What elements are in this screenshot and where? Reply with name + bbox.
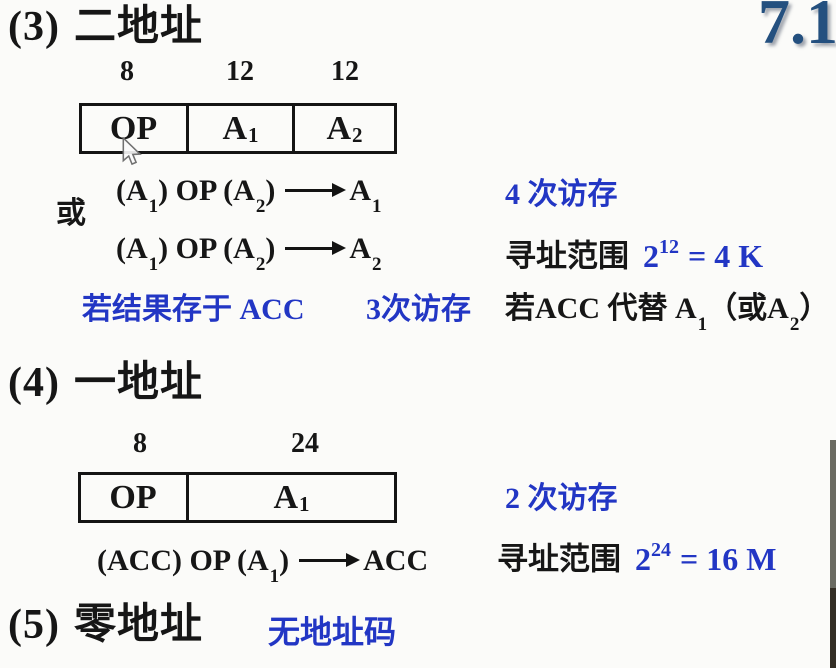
- a2-field-label: A: [326, 109, 352, 147]
- formula-result-sub: 2: [371, 254, 382, 275]
- formula-result: ACC: [363, 544, 429, 577]
- bit-width-label: 12: [226, 56, 254, 87]
- formula-result-sub: 1: [371, 196, 382, 217]
- formula-text: ): [265, 174, 276, 207]
- page-number: 7.1: [758, 0, 836, 57]
- result-in-acc-note: 若结果存于 ACC: [82, 293, 305, 326]
- section-5-number: (5): [8, 602, 60, 648]
- formula-text: (A: [116, 174, 148, 207]
- or-label: 或: [56, 197, 86, 230]
- note-sub: 1: [697, 314, 708, 335]
- addressing-range-4: 寻址范围 224 = 16 M: [497, 539, 777, 577]
- a1-field-sub: 1: [248, 123, 259, 147]
- note-text: ）: [799, 292, 830, 325]
- a1-field-label: A: [222, 109, 248, 147]
- formula-text: ): [265, 232, 276, 265]
- two-address-formula-1: (A1) OP (A2)A1: [116, 174, 381, 217]
- right-edge-bar-gray: [830, 440, 836, 588]
- note-text: （或A: [707, 292, 789, 325]
- right-edge-bar-dark: [830, 588, 836, 668]
- three-access-note: 3次访存: [366, 293, 471, 326]
- range-exponent: 12: [659, 236, 679, 258]
- no-address-code-note: 无地址码: [268, 614, 397, 650]
- section-3-title: 二地址: [73, 4, 203, 50]
- two-access-note: 2 次访存: [505, 482, 618, 515]
- op-field-label: OP: [109, 109, 158, 147]
- section-4-heading: (4) 一地址: [8, 362, 203, 404]
- formula-text: (A: [116, 232, 148, 265]
- range-base: 2: [643, 237, 659, 274]
- bit-width-label: 8: [120, 56, 134, 87]
- op-field: OP: [82, 106, 186, 151]
- formula-text: (ACC) OP (A: [97, 544, 269, 577]
- right-arrow-icon: [299, 552, 361, 567]
- formula-sub: 1: [148, 254, 159, 275]
- a1-field-label: A: [273, 478, 299, 516]
- four-access-note: 4 次访存: [505, 178, 618, 211]
- bit-width-label: 24: [291, 428, 319, 459]
- formula-sub: 1: [269, 566, 280, 587]
- formula-sub: 1: [148, 196, 159, 217]
- range-label: 寻址范围: [497, 541, 621, 577]
- section-3-number: (3): [8, 4, 60, 50]
- range-equals: = 16 M: [680, 540, 777, 577]
- range-base: 2: [635, 540, 651, 577]
- formula-text: ) OP (A: [158, 174, 255, 207]
- formula-sub: 2: [255, 196, 266, 217]
- section-4-title: 一地址: [73, 360, 203, 406]
- mouse-cursor-icon: [122, 137, 142, 166]
- range-exponent: 24: [651, 539, 671, 561]
- op-field-label: OP: [109, 478, 157, 516]
- bit-width-label: 8: [133, 428, 147, 459]
- right-arrow-icon: [285, 240, 347, 255]
- addressing-range-3: 寻址范围 212 = 4 K: [505, 236, 764, 274]
- bit-width-label: 12: [331, 56, 359, 87]
- formula-result: A: [349, 174, 371, 207]
- range-value: 212 = 4 K: [643, 236, 764, 274]
- range-label: 寻址范围: [505, 238, 629, 274]
- range-equals: = 4 K: [688, 237, 764, 274]
- formula-text: ): [279, 544, 290, 577]
- formula-sub: 2: [255, 254, 266, 275]
- two-address-formula-2: (A1) OP (A2)A2: [116, 232, 381, 275]
- section-3-heading: (3) 二地址: [8, 6, 203, 48]
- section-5-title: 零地址: [73, 602, 203, 648]
- a1-field-sub: 1: [299, 492, 310, 516]
- section-5-heading: (5) 零地址: [8, 604, 203, 646]
- a2-field-sub: 2: [352, 123, 363, 147]
- one-address-formula: (ACC) OP (A1) ACC: [97, 544, 429, 587]
- formula-text: ) OP (A: [158, 232, 255, 265]
- range-value: 224 = 16 M: [635, 539, 777, 577]
- formula-result: A: [349, 232, 371, 265]
- right-arrow-icon: [285, 182, 347, 197]
- op-field: OP: [81, 475, 186, 520]
- note-sub: 2: [789, 314, 800, 335]
- section-4-number: (4): [8, 360, 60, 406]
- acc-replaces-note: 若ACC 代替 A1（或A2）: [505, 292, 830, 335]
- note-text: 若ACC 代替 A: [505, 292, 697, 325]
